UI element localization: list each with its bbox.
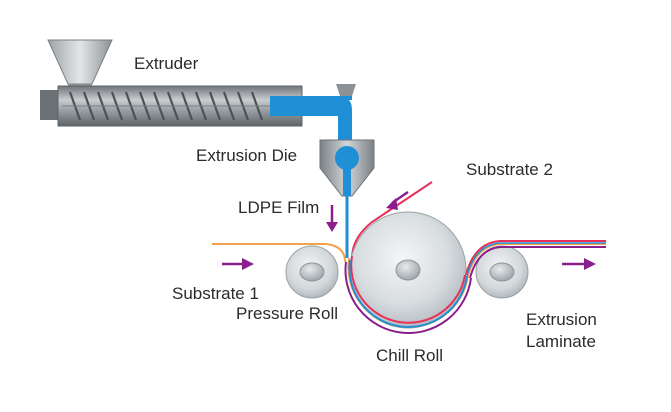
- extruder-label: Extruder: [134, 54, 199, 73]
- ldpe-film-arrow: [326, 205, 338, 232]
- laminate-wrap: [344, 255, 472, 334]
- pressure-roll-label: Pressure Roll: [236, 304, 339, 323]
- chill-roll-label: Chill Roll: [376, 346, 444, 365]
- extrusion-die: [319, 139, 375, 197]
- substrate-2-arrow: [386, 190, 409, 210]
- melt-pipe: [300, 84, 356, 150]
- ldpe-film-label: LDPE Film: [238, 198, 320, 217]
- extruder-barrel: [40, 85, 304, 127]
- extrusion-laminate-line: [465, 240, 606, 279]
- exit-roll: [475, 245, 529, 299]
- extrusion-laminate-label-line2: Laminate: [526, 332, 596, 351]
- extrusion-die-label: Extrusion Die: [196, 146, 298, 165]
- substrate-1-arrow: [222, 258, 254, 270]
- substrate-2-label: Substrate 2: [466, 160, 553, 179]
- hopper: [47, 39, 113, 90]
- extrusion-laminate-label-line1: Extrusion: [526, 310, 597, 329]
- substrate-1-line: [212, 243, 346, 263]
- laminate-output-arrow: [562, 258, 596, 270]
- substrate-1-label: Substrate 1: [172, 284, 259, 303]
- pressure-roll: [285, 245, 339, 299]
